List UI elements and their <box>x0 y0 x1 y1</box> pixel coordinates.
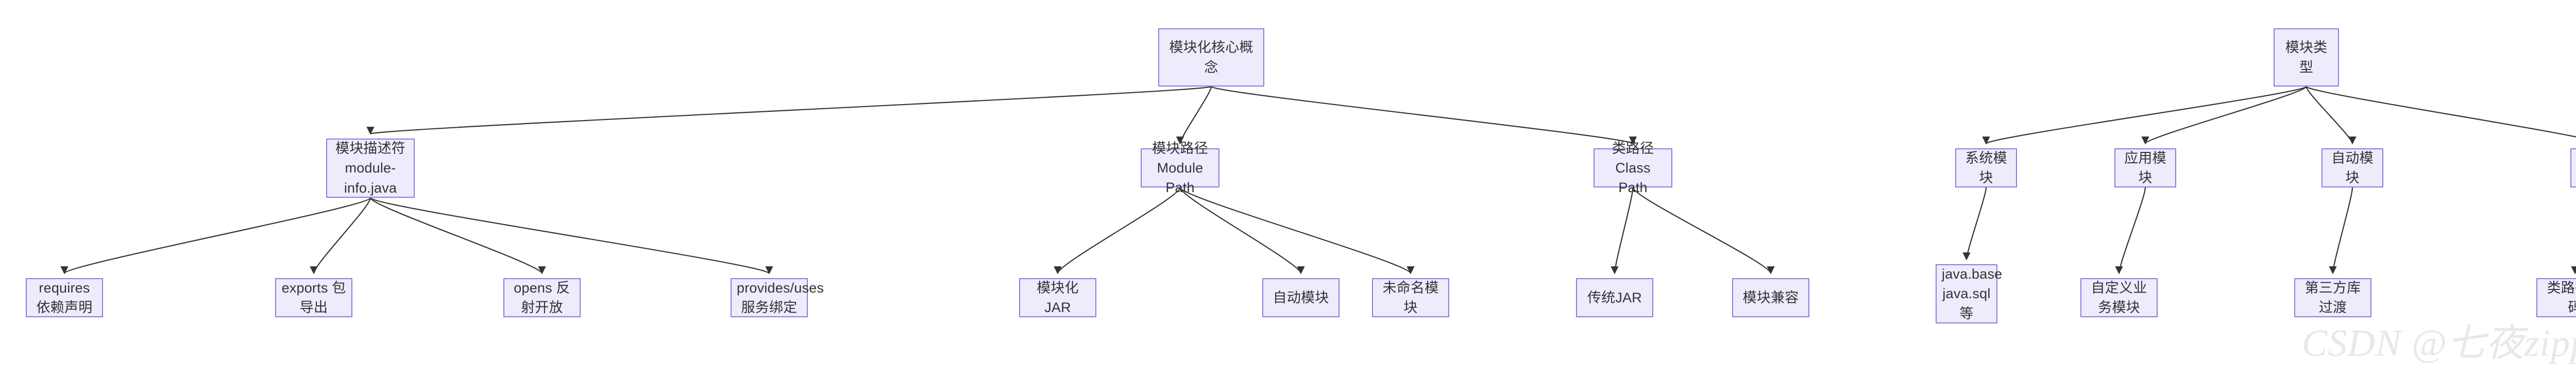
edge-n-descriptor-to-n-requires <box>60 197 371 275</box>
node-sysmod[interactable]: 系统模块 <box>1955 148 2017 187</box>
edge-n-types-to-n-automod <box>2306 86 2357 145</box>
edge-n-descriptor-to-n-provides <box>369 197 773 275</box>
edge-n-appmod-to-n-bizmod <box>2115 187 2146 275</box>
edge-n-types-to-n-unnamedmod <box>2306 85 2576 138</box>
node-label: 第三方库过渡 <box>2304 280 2361 315</box>
node-compat[interactable]: 模块兼容 <box>1732 278 1809 317</box>
edge-n-modulepath-to-n-unnamed1 <box>1179 187 1415 275</box>
edge-n-classpath-to-n-legacyjar <box>1611 187 1634 275</box>
edge-n-automod-to-n-thirdparty <box>2329 187 2353 275</box>
edge-n-descriptor-to-n-opens <box>369 197 546 275</box>
node-label: 自动模块 <box>2331 150 2374 185</box>
node-provides[interactable]: provides/uses 服务绑定 <box>731 278 824 317</box>
edge-n-sysmod-to-n-javabase <box>1962 187 1987 261</box>
edge-n-core-to-n-classpath <box>1210 85 1637 145</box>
node-bizmod[interactable]: 自定义业务模块 <box>2080 278 2158 317</box>
node-types[interactable]: 模块类型 <box>2274 28 2339 87</box>
node-label: 模块描述符 module- info.java <box>335 141 405 196</box>
node-label: 未命名模块 <box>1382 280 1439 315</box>
edge-n-classpath-to-n-compat <box>1632 187 1775 275</box>
node-label: exports 包导出 <box>281 280 346 315</box>
node-requires[interactable]: requires 依赖声明 <box>26 278 103 317</box>
node-opens[interactable]: opens 反射开放 <box>503 278 581 317</box>
node-label: java.base java.sql等 <box>1942 266 2003 321</box>
node-autojar[interactable]: 自动模块 <box>1262 278 1340 317</box>
node-legacyjar[interactable]: 传统JAR <box>1576 278 1653 317</box>
node-label: 模块类型 <box>2285 40 2328 75</box>
node-modulepath[interactable]: 模块路径 Module Path <box>1141 141 1219 195</box>
node-javabase[interactable]: java.base java.sql等 <box>1936 264 2003 323</box>
node-label: opens 反射开放 <box>514 280 570 315</box>
node-unnamedmod[interactable]: 未命名模块 <box>2570 148 2576 187</box>
node-label: 模块路径 Module Path <box>1152 140 1208 196</box>
edge-paths <box>60 85 2576 275</box>
node-label: 自定义业务模块 <box>2091 280 2147 315</box>
node-label: 类路径 Class Path <box>1612 140 1654 196</box>
watermark-text: CSDN @七夜zippoe <box>2302 322 2576 365</box>
node-label: 自动模块 <box>1273 289 1329 305</box>
edge-n-core-to-n-modulepath <box>1176 86 1212 145</box>
node-exports[interactable]: exports 包导出 <box>275 278 352 317</box>
node-modjar[interactable]: 模块化JAR <box>1019 278 1096 317</box>
node-label: 模块化JAR <box>1037 280 1079 315</box>
node-label: 应用模块 <box>2124 150 2166 185</box>
edge-n-descriptor-to-n-exports <box>310 197 371 275</box>
node-label: requires 依赖声明 <box>36 280 93 315</box>
edge-n-types-to-n-appmod <box>2141 85 2307 145</box>
edge-n-types-to-n-sysmod <box>1982 85 2307 145</box>
node-appmod[interactable]: 应用模块 <box>2114 148 2176 187</box>
edge-n-core-to-n-descriptor <box>367 85 1212 135</box>
node-cpcode[interactable]: 类路径代码 <box>2536 278 2576 317</box>
node-label: 传统JAR <box>1587 289 1642 305</box>
node-unnamed1[interactable]: 未命名模块 <box>1372 278 1449 317</box>
node-classpath[interactable]: 类路径 Class Path <box>1594 141 1672 195</box>
node-thirdparty[interactable]: 第三方库过渡 <box>2294 278 2371 317</box>
node-label: 模块兼容 <box>1742 289 1799 305</box>
node-automod[interactable]: 自动模块 <box>2321 148 2383 187</box>
node-descriptor[interactable]: 模块描述符 module- info.java <box>326 139 415 198</box>
node-label: 模块化核心概念 <box>1169 40 1253 75</box>
edge-n-modulepath-to-n-modjar <box>1054 187 1181 275</box>
edge-n-modulepath-to-n-autojar <box>1179 187 1305 275</box>
node-label: provides/uses 服务绑定 <box>737 280 824 315</box>
node-label: 类路径代码 <box>2547 280 2576 315</box>
node-label: 系统模块 <box>1965 150 2007 185</box>
node-core[interactable]: 模块化核心概念 <box>1158 28 1264 87</box>
